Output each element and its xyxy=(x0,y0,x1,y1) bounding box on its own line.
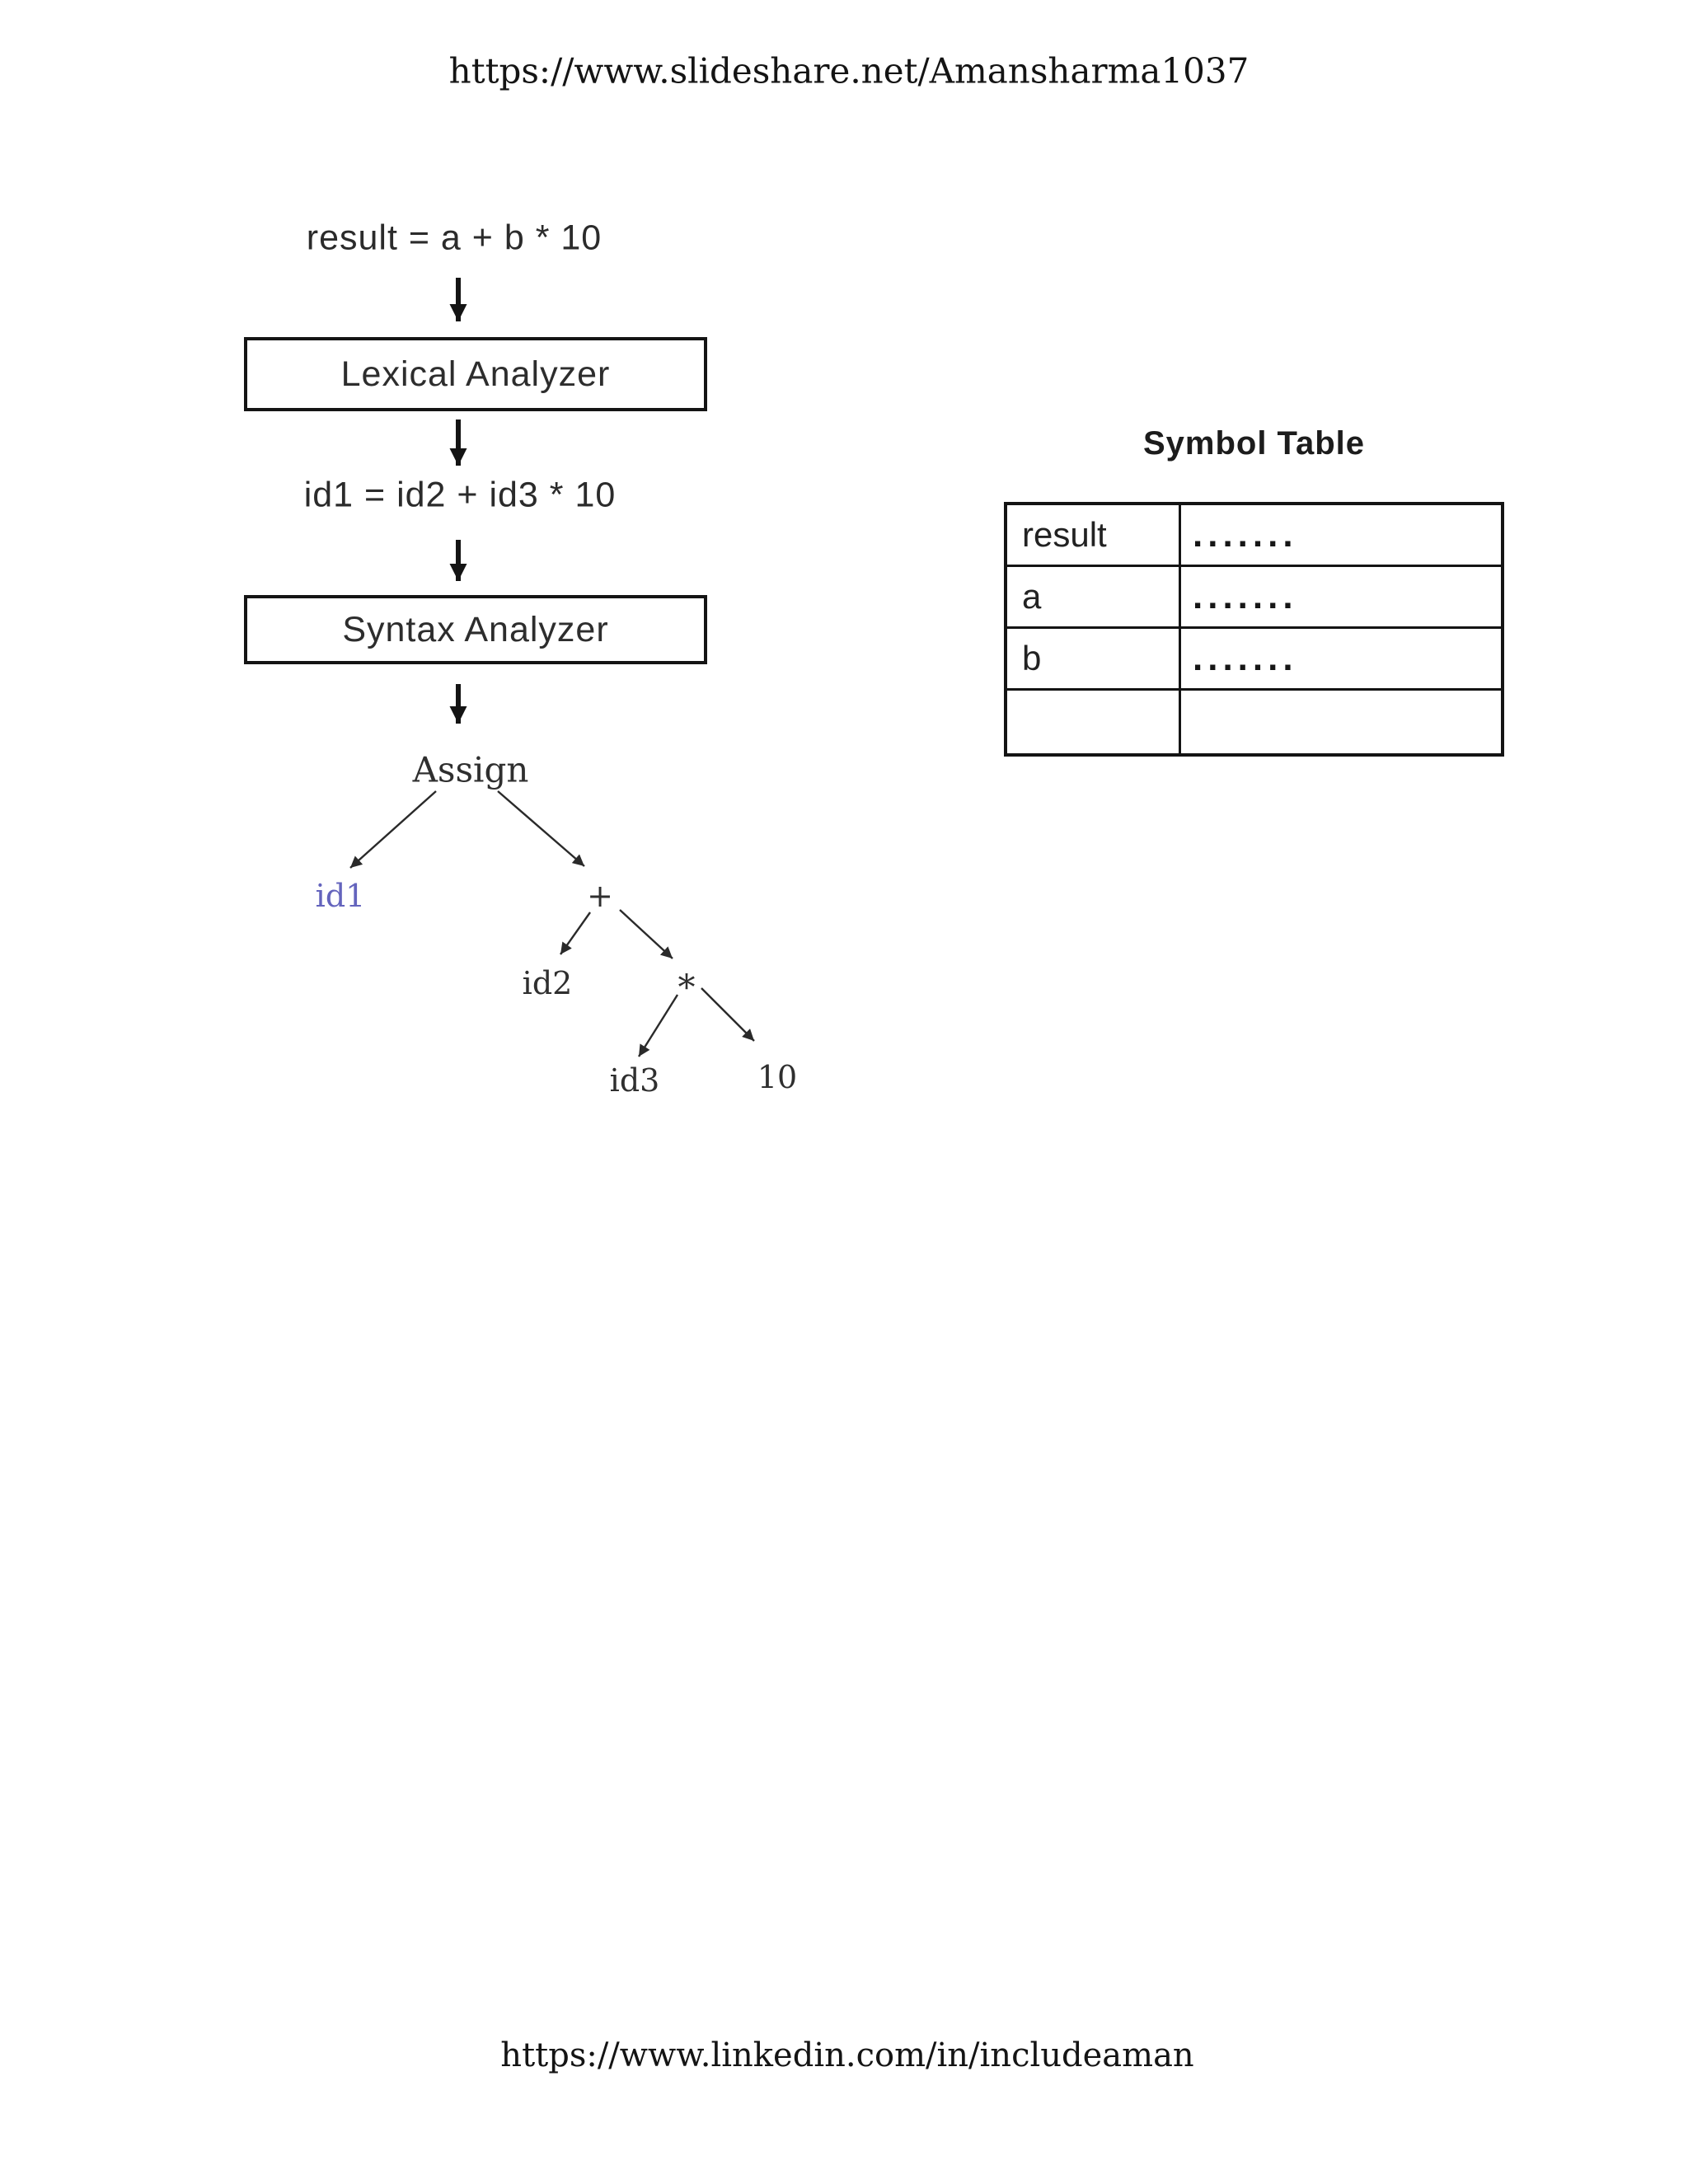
tree-node-plus: + xyxy=(587,878,613,914)
tree-node-id3: id3 xyxy=(609,1062,660,1099)
token-expression: id1 = id2 + id3 * 10 xyxy=(303,475,617,515)
table-row: result ....... xyxy=(1004,502,1504,567)
lexical-analyzer-label: Lexical Analyzer xyxy=(340,354,611,394)
symbol-value-cell: ....... xyxy=(1179,626,1504,691)
table-row: a ....... xyxy=(1004,564,1504,629)
tree-edge-star-ten xyxy=(701,987,755,1042)
symbol-table-title: Symbol Table xyxy=(1142,425,1366,462)
tree-node-ten: 10 xyxy=(757,1059,798,1095)
tree-edge-assign-plus xyxy=(497,790,585,867)
table-row: b ....... xyxy=(1004,626,1504,691)
tree-node-assign: Assign xyxy=(412,749,529,790)
table-row xyxy=(1004,687,1504,757)
syntax-analyzer-label: Syntax Analyzer xyxy=(342,609,609,649)
symbol-name-cell: b xyxy=(1004,626,1181,691)
symbol-name-cell: result xyxy=(1004,502,1181,567)
tree-node-id2: id2 xyxy=(522,965,573,1001)
tree-node-id1: id1 xyxy=(315,878,366,914)
symbol-name-cell: a xyxy=(1004,564,1181,629)
symbol-value-cell xyxy=(1179,687,1504,757)
symbol-name-cell xyxy=(1004,687,1181,757)
symbol-value-cell: ....... xyxy=(1179,564,1504,629)
slideshare-url: https://www.slideshare.net/Amansharma103… xyxy=(448,50,1250,91)
tree-edge-assign-id1 xyxy=(349,790,437,869)
symbol-table: result ....... a ....... b ....... xyxy=(1004,502,1504,757)
symbol-value-cell: ....... xyxy=(1179,502,1504,567)
lexical-analyzer-box: Lexical Analyzer xyxy=(244,337,707,411)
tree-node-star: * xyxy=(678,967,696,1008)
linkedin-url: https://www.linkedin.com/in/includeaman xyxy=(500,2036,1194,2074)
syntax-analyzer-box: Syntax Analyzer xyxy=(244,595,707,664)
source-expression: result = a + b * 10 xyxy=(306,218,603,258)
tree-edge-plus-id2 xyxy=(560,912,591,955)
tree-edge-plus-star xyxy=(619,909,673,959)
tree-edge-star-id3 xyxy=(637,994,679,1057)
